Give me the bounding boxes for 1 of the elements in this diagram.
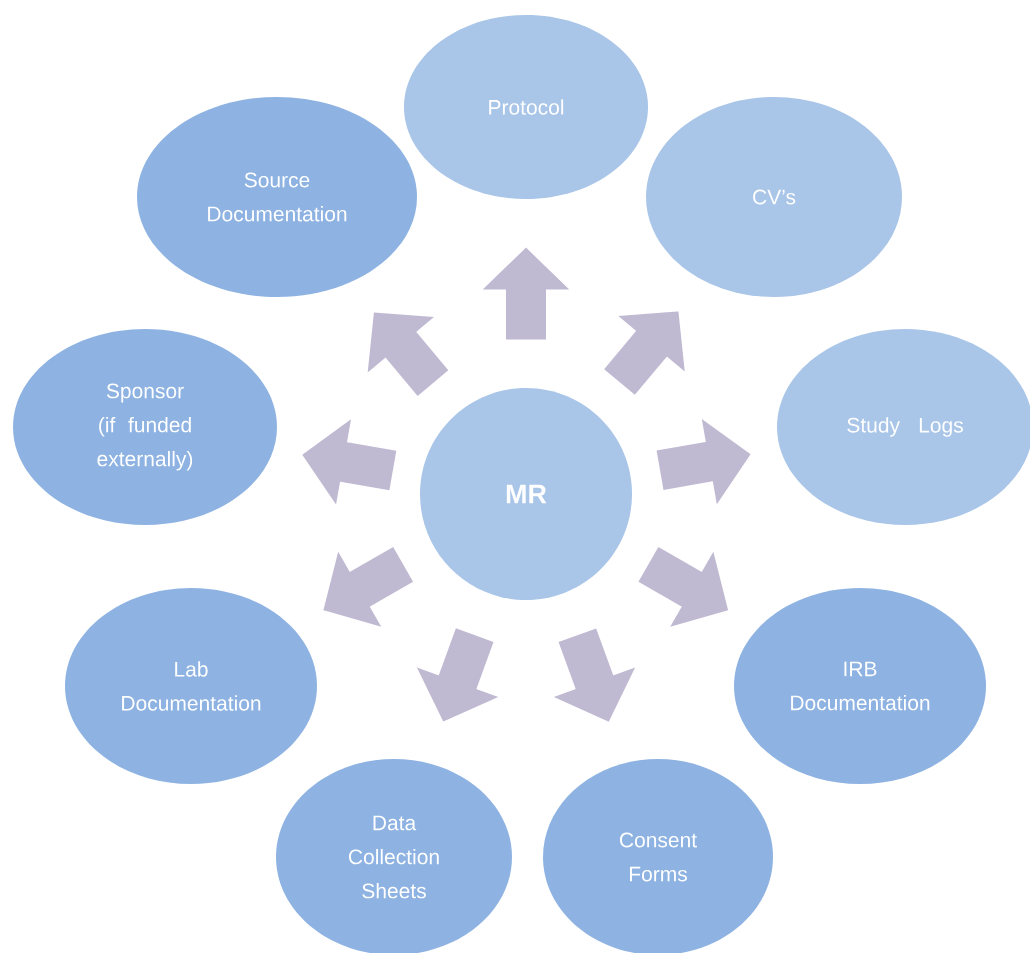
block-arrow xyxy=(367,312,449,396)
